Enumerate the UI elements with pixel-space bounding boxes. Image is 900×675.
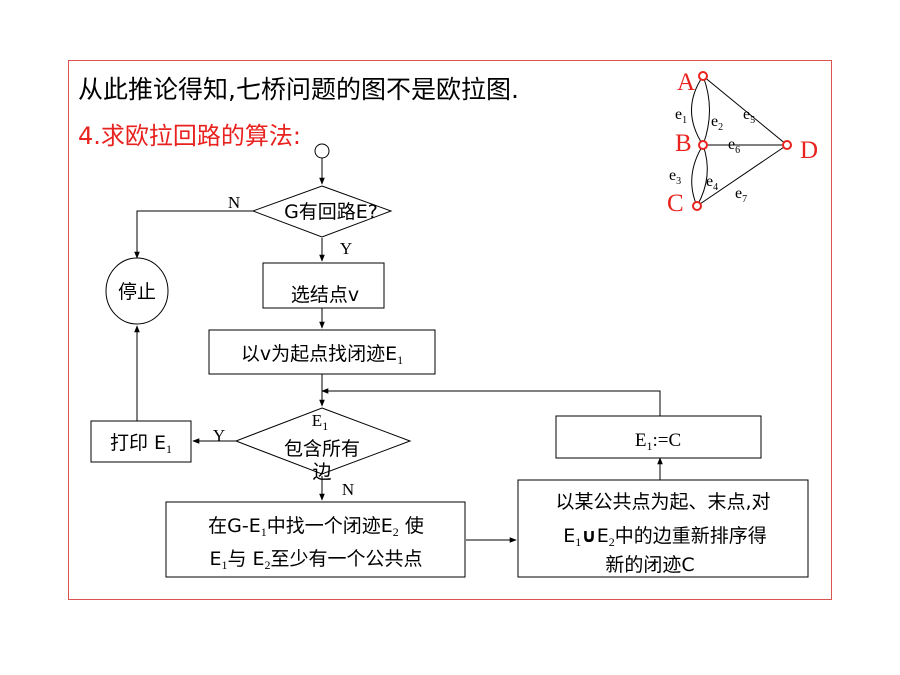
reorder-box <box>517 479 809 578</box>
node-b-dot <box>698 140 708 150</box>
reorder-line1: 以某公共点为起、末点,对 <box>555 491 770 513</box>
start-node <box>314 143 330 159</box>
edge-e7 <box>696 144 788 207</box>
find-in-rest-line2: E1与 E2至少有一个公共点 <box>209 548 422 572</box>
node-a-label: A <box>677 69 695 96</box>
decision-contains-all-line2: 包含所有 <box>284 438 360 460</box>
find-in-rest-line1: 在G-E1中找一个闭迹E2 使 <box>208 515 424 539</box>
decision-contains-all-line3: 边 <box>312 461 331 483</box>
decision-has-circuit-text: G有回路E? <box>284 201 378 223</box>
edge-e4-label: e4 <box>706 173 718 193</box>
slide-heading: 从此推论得知,七桥问题的图不是欧拉图. <box>78 75 519 104</box>
node-c-dot <box>692 201 702 211</box>
no-branch-arrow <box>134 210 276 259</box>
node-b-label: B <box>675 130 692 157</box>
node-a-dot <box>698 71 708 81</box>
edge-e1 <box>691 75 704 146</box>
select-node-box <box>262 262 385 309</box>
edge-e1-label: e1 <box>675 106 687 126</box>
node-d-label: D <box>800 137 818 164</box>
decision-contains-all <box>234 407 412 475</box>
decision1-yes-label: Y <box>340 239 352 258</box>
bridges-graph: A B C D e1 e2 e3 e4 e5 e6 e7 <box>667 69 818 217</box>
edge-e2 <box>702 75 710 146</box>
print-box <box>90 420 192 463</box>
stop-node <box>105 257 169 325</box>
edge-e3 <box>691 144 704 207</box>
node-c-label: C <box>667 190 684 217</box>
edge-e7-label: e7 <box>735 185 747 205</box>
edge-e2-label: e2 <box>711 113 723 133</box>
stop-text: 停止 <box>118 281 156 303</box>
assign-box <box>555 415 762 459</box>
find-trail-text: 以v为起点找闭迹E1 <box>241 343 403 367</box>
loop-back-arrow <box>321 388 661 416</box>
edge-e6-label: e6 <box>728 136 740 156</box>
decision-contains-all-line1: E1 <box>312 411 328 433</box>
edge-e3-label: e3 <box>669 167 681 187</box>
edge-e5 <box>702 75 788 146</box>
algorithm-title: 4.求欧拉回路的算法: <box>78 122 301 150</box>
reorder-line3: 新的闭迹C <box>605 554 694 576</box>
assign-text: E1:=C <box>635 430 681 453</box>
print-text: 打印 E1 <box>110 432 172 456</box>
flowchart-connectors <box>134 158 663 543</box>
decision1-no-label: N <box>228 193 240 212</box>
find-trail-box <box>208 329 436 375</box>
edge-e5-label: e5 <box>743 106 755 126</box>
decision-has-circuit <box>251 185 393 238</box>
edge-e4 <box>696 144 708 207</box>
slide-frame <box>68 60 832 600</box>
node-d-dot <box>782 140 792 150</box>
find-in-rest-box <box>165 501 466 578</box>
reorder-line2: E1∪E2中的边重新排序得 <box>563 525 766 549</box>
select-node-text: 选结点v <box>291 284 359 306</box>
decision2-yes-label: Y <box>213 426 225 445</box>
decision2-no-label: N <box>342 480 354 499</box>
